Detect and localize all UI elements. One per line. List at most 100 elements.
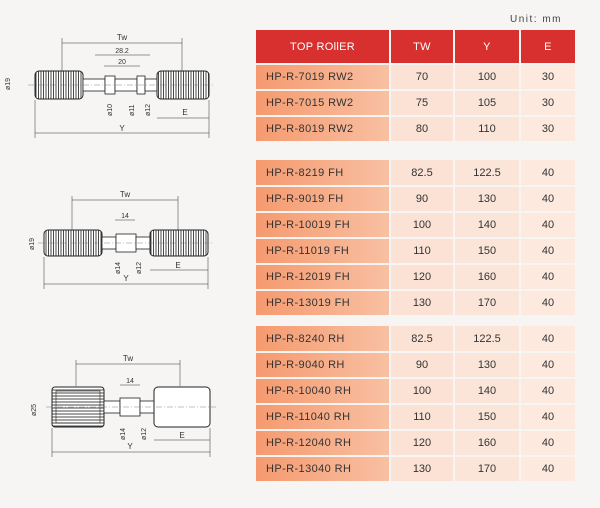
- dia-12: ø12: [141, 428, 148, 440]
- table-header-row: TOP ROllER TW Y E: [256, 30, 577, 65]
- table-row: HP-R-12019 FH 120 160 40: [256, 264, 577, 291]
- y-cell: 140: [454, 378, 521, 405]
- tw-cell: 110: [390, 404, 455, 431]
- model-cell: HP-R-13040 RH: [256, 456, 391, 483]
- dia-11: ø11: [129, 104, 136, 116]
- table-row: HP-R-8240 RH 82.5 122.5 40: [256, 326, 577, 353]
- spec-table-rh: HP-R-8240 RH 82.5 122.5 40 HP-R-9040 RH …: [256, 326, 577, 483]
- e-cell: 40: [520, 160, 577, 187]
- e-cell: 30: [520, 64, 577, 91]
- tw-cell: 100: [390, 212, 455, 239]
- y-cell: 170: [454, 290, 521, 317]
- dim-28-2: 28.2: [115, 48, 129, 55]
- tw-label: Tw: [120, 190, 130, 199]
- y-label: Y: [127, 442, 133, 451]
- tw-label: Tw: [123, 354, 133, 363]
- y-cell: 150: [454, 404, 521, 431]
- model-cell: HP-R-8219 FH: [256, 160, 391, 187]
- model-cell: HP-R-11040 RH: [256, 404, 391, 431]
- y-cell: 170: [454, 456, 521, 483]
- e-label: E: [182, 108, 187, 117]
- table-row: HP-R-11019 FH 110 150 40: [256, 238, 577, 265]
- tw-cell: 130: [390, 456, 455, 483]
- dia-14: ø14: [115, 262, 122, 274]
- e-cell: 40: [520, 326, 577, 353]
- tw-cell: 100: [390, 378, 455, 405]
- y-cell: 105: [454, 90, 521, 117]
- table-row: HP-R-10019 FH 100 140 40: [256, 212, 577, 239]
- e-cell: 40: [520, 186, 577, 213]
- tw-label: Tw: [117, 33, 127, 42]
- header-e: E: [520, 30, 577, 65]
- roller-drawing-fh: Tw 14 ø19 ø14 ø12 E Y: [29, 190, 214, 289]
- model-cell: HP-R-9019 FH: [256, 186, 391, 213]
- tw-cell: 82.5: [390, 326, 455, 353]
- tw-cell: 120: [390, 264, 455, 291]
- tw-cell: 80: [390, 116, 455, 143]
- y-cell: 100: [454, 64, 521, 91]
- table-row: HP-R-13040 RH 130 170 40: [256, 456, 577, 483]
- tw-cell: 75: [390, 90, 455, 117]
- model-cell: HP-R-10019 FH: [256, 212, 391, 239]
- model-cell: HP-R-7015 RW2: [256, 90, 391, 117]
- y-cell: 122.5: [454, 160, 521, 187]
- table-row: HP-R-7019 RW2 70 100 30: [256, 64, 577, 91]
- tw-cell: 130: [390, 290, 455, 317]
- roller-diagram-rh: Tw 14 ø25 ø14 ø12 E Y: [0, 350, 250, 470]
- tw-cell: 90: [390, 352, 455, 379]
- tw-cell: 90: [390, 186, 455, 213]
- e-cell: 30: [520, 90, 577, 117]
- tw-cell: 70: [390, 64, 455, 91]
- dia-19: ø19: [29, 238, 36, 250]
- e-cell: 40: [520, 264, 577, 291]
- e-label: E: [179, 431, 184, 440]
- dim-20: 20: [118, 59, 126, 66]
- dia-14: ø14: [120, 428, 127, 440]
- dia-25: ø25: [31, 404, 38, 416]
- header-model: TOP ROllER: [256, 30, 391, 65]
- dia-12: ø12: [145, 104, 152, 116]
- dim-14: 14: [126, 378, 134, 385]
- e-cell: 40: [520, 456, 577, 483]
- e-cell: 40: [520, 430, 577, 457]
- model-cell: HP-R-10040 RH: [256, 378, 391, 405]
- roller-drawing-rh: Tw 14 ø25 ø14 ø12 E Y: [31, 354, 216, 457]
- y-cell: 130: [454, 186, 521, 213]
- y-label: Y: [123, 274, 129, 283]
- tw-cell: 82.5: [390, 160, 455, 187]
- e-cell: 40: [520, 212, 577, 239]
- table-row: HP-R-9019 FH 90 130 40: [256, 186, 577, 213]
- model-cell: HP-R-12040 RH: [256, 430, 391, 457]
- y-cell: 122.5: [454, 326, 521, 353]
- e-cell: 30: [520, 116, 577, 143]
- e-cell: 40: [520, 290, 577, 317]
- e-cell: 40: [520, 378, 577, 405]
- roller-diagram-fh: Tw 14 ø19 ø14 ø12 E Y: [0, 188, 250, 298]
- model-cell: HP-R-7019 RW2: [256, 64, 391, 91]
- model-cell: HP-R-8240 RH: [256, 326, 391, 353]
- model-cell: HP-R-8019 RW2: [256, 116, 391, 143]
- table-row: HP-R-11040 RH 110 150 40: [256, 404, 577, 431]
- unit-label: Unit: mm: [510, 14, 562, 25]
- table-row: HP-R-8219 FH 82.5 122.5 40: [256, 160, 577, 187]
- header-y: Y: [454, 30, 521, 65]
- e-cell: 40: [520, 404, 577, 431]
- y-cell: 110: [454, 116, 521, 143]
- e-label: E: [175, 261, 180, 270]
- dia-12: ø12: [136, 262, 143, 274]
- table-row: HP-R-7015 RW2 75 105 30: [256, 90, 577, 117]
- tw-cell: 120: [390, 430, 455, 457]
- e-cell: 40: [520, 352, 577, 379]
- model-cell: HP-R-13019 FH: [256, 290, 391, 317]
- model-cell: HP-R-11019 FH: [256, 238, 391, 265]
- header-tw: TW: [390, 30, 455, 65]
- model-cell: HP-R-9040 RH: [256, 352, 391, 379]
- table-row: HP-R-9040 RH 90 130 40: [256, 352, 577, 379]
- table-row: HP-R-13019 FH 130 170 40: [256, 290, 577, 317]
- tw-cell: 110: [390, 238, 455, 265]
- table-row: HP-R-12040 RH 120 160 40: [256, 430, 577, 457]
- model-cell: HP-R-12019 FH: [256, 264, 391, 291]
- y-cell: 150: [454, 238, 521, 265]
- table-row: HP-R-10040 RH 100 140 40: [256, 378, 577, 405]
- table-row: HP-R-8019 RW2 80 110 30: [256, 116, 577, 143]
